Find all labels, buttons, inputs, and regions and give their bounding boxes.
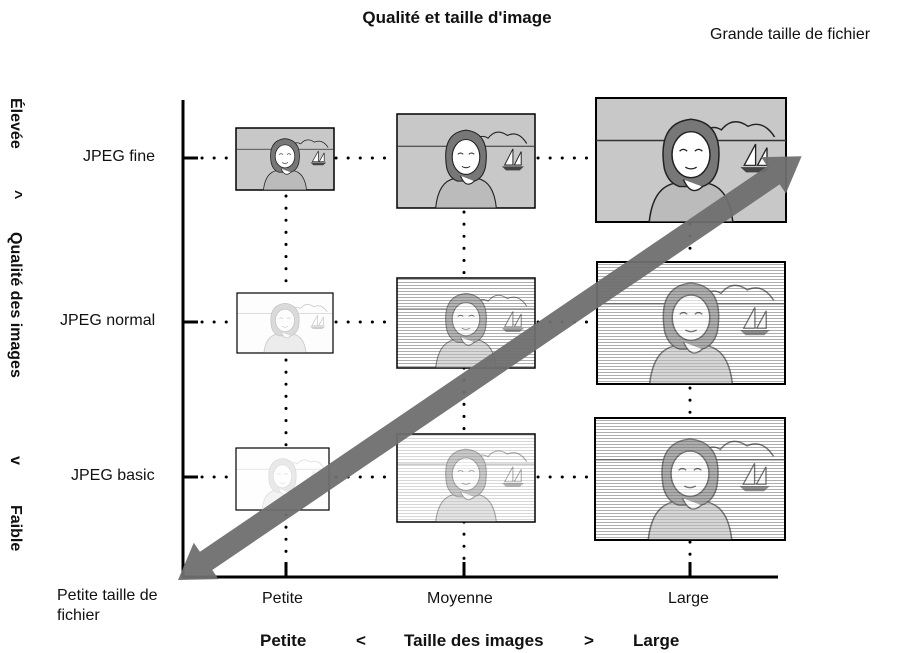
y-axis-down-symbol: v [7, 456, 24, 465]
x-axis-gt-symbol: > [584, 631, 594, 650]
y-axis-up-symbol: ^ [7, 190, 24, 200]
thumb-normal-small [236, 292, 334, 354]
thumb-fine-small [235, 127, 335, 191]
y-axis-high: Élevée [7, 98, 24, 149]
thumb-basic-large [594, 417, 786, 541]
small-file-size-label: Petite taille de fichier [57, 587, 158, 624]
file-size-arrow [178, 156, 802, 580]
x-axis-low: Petite [260, 631, 307, 650]
y-axis-low: Faible [7, 505, 24, 552]
large-file-size-label: Grande taille de fichier [710, 26, 871, 43]
x-axis-high: Large [633, 631, 680, 650]
thumb-basic-medium [396, 433, 536, 523]
x-axis-title: Taille des images [404, 631, 544, 650]
x-axis-lt-symbol: < [356, 631, 366, 650]
row-label-jpeg-basic: JPEG basic [71, 467, 155, 484]
thumb-fine-large [595, 97, 787, 223]
thumb-fine-medium [396, 113, 536, 209]
diagram-title: Qualité et taille d'image [362, 8, 552, 27]
row-label-jpeg-normal: JPEG normal [60, 312, 156, 329]
y-axis-title: Qualité des images [7, 232, 24, 378]
column-label-large: Large [668, 590, 709, 607]
column-label-moyenne: Moyenne [427, 590, 493, 607]
column-label-petite: Petite [262, 590, 303, 607]
row-label-jpeg-fine: JPEG fine [83, 148, 156, 165]
